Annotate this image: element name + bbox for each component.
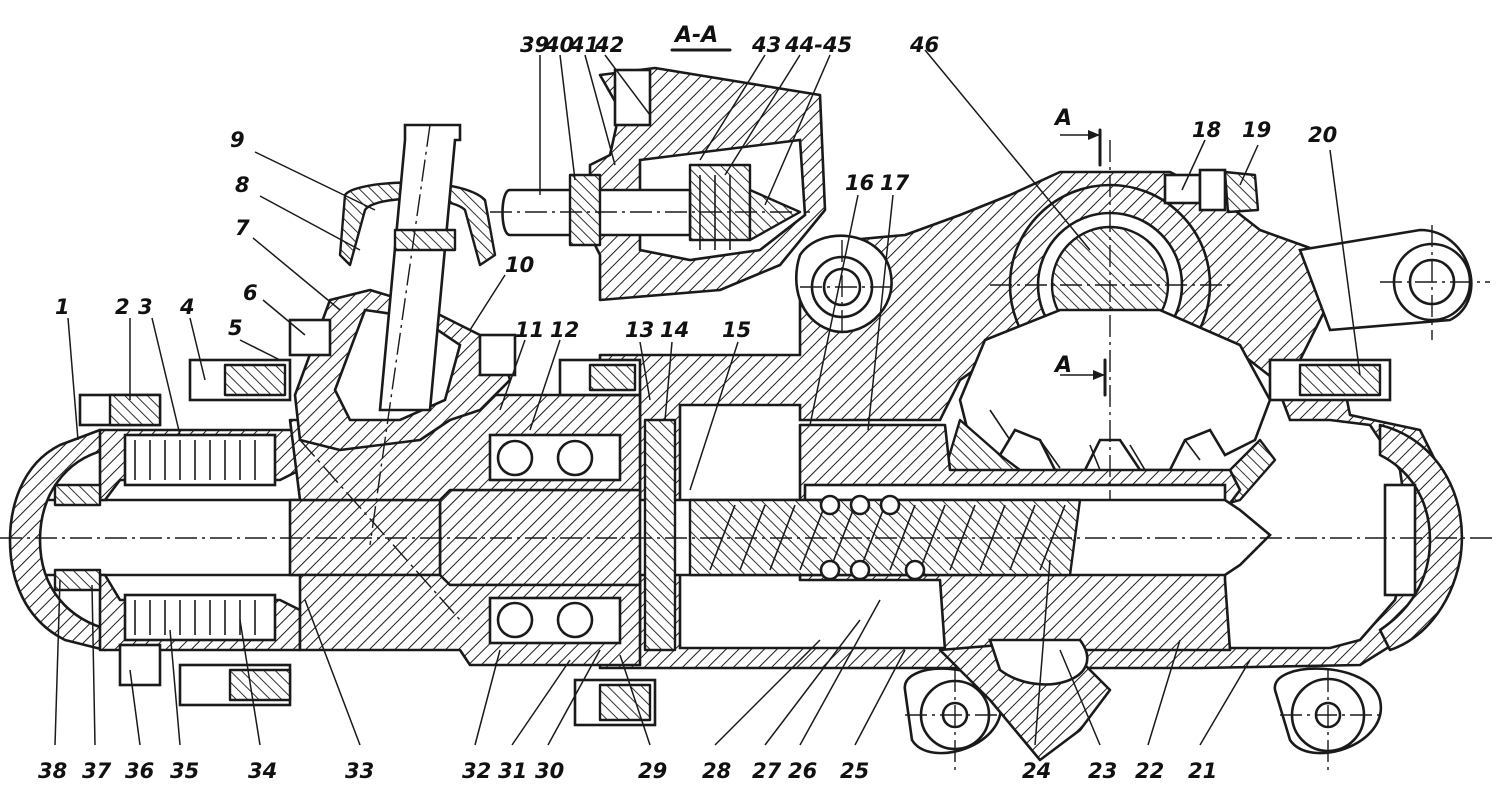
callout-30: 30 — [535, 759, 564, 783]
callout-4: 4 — [179, 295, 195, 319]
callout-37: 37 — [82, 759, 112, 783]
callout-35: 35 — [170, 759, 199, 783]
callout-25: 25 — [840, 759, 869, 783]
callout-16: 16 — [845, 171, 874, 195]
callout-numbers: 9 8 7 6 5 4 3 2 1 10 11 12 13 14 15 16 1… — [38, 33, 1337, 783]
left-end-assembly — [8, 358, 302, 707]
callout-27: 27 — [752, 759, 782, 783]
callout-36: 36 — [125, 759, 154, 783]
callout-9: 9 — [230, 128, 245, 152]
callout-12: 12 — [550, 318, 579, 342]
callout-21: 21 — [1188, 759, 1217, 783]
callout-1: 1 — [55, 295, 70, 319]
callout-33: 33 — [345, 759, 374, 783]
callout-40: 40 — [544, 33, 574, 57]
callout-23: 23 — [1088, 759, 1117, 783]
callout-38: 38 — [38, 759, 67, 783]
section-cut-marks: А А А-А — [670, 23, 1107, 397]
input-shaft-assembly — [288, 123, 517, 452]
callout-26: 26 — [788, 759, 817, 783]
callout-2: 2 — [115, 295, 130, 319]
leader-lines — [54, 49, 1361, 746]
callout-46: 46 — [909, 33, 939, 57]
callout-32: 32 — [462, 759, 491, 783]
callout-19: 19 — [1242, 118, 1271, 142]
section-a-a-valve — [501, 66, 827, 302]
callout-11: 11 — [515, 318, 544, 342]
section-mark-lower: А — [1053, 353, 1072, 378]
callout-17: 17 — [880, 171, 910, 195]
callout-5: 5 — [228, 316, 243, 340]
callout-28: 28 — [702, 759, 731, 783]
callout-15: 15 — [722, 318, 751, 342]
callout-42: 42 — [594, 33, 624, 57]
callout-34: 34 — [248, 759, 277, 783]
callout-7: 7 — [235, 216, 250, 240]
callout-3: 3 — [138, 295, 153, 319]
callout-44-45: 44-45 — [784, 33, 852, 57]
callout-6: 6 — [243, 281, 258, 305]
callout-18: 18 — [1192, 118, 1221, 142]
section-title: А-А — [673, 23, 718, 48]
callout-29: 29 — [638, 759, 667, 783]
callout-24: 24 — [1022, 759, 1051, 783]
callout-43: 43 — [751, 33, 781, 57]
callout-14: 14 — [660, 318, 689, 342]
callout-31: 31 — [498, 759, 527, 783]
center-lines — [0, 124, 1495, 770]
callout-13: 13 — [625, 318, 654, 342]
sector-cover-fittings — [938, 168, 1392, 762]
section-mark-upper: А — [1053, 106, 1072, 131]
callout-22: 22 — [1135, 759, 1164, 783]
callout-39: 39 — [520, 33, 549, 57]
callout-20: 20 — [1308, 123, 1337, 147]
callout-10: 10 — [505, 253, 534, 277]
callout-41: 41 — [569, 33, 599, 57]
callout-8: 8 — [235, 173, 250, 197]
